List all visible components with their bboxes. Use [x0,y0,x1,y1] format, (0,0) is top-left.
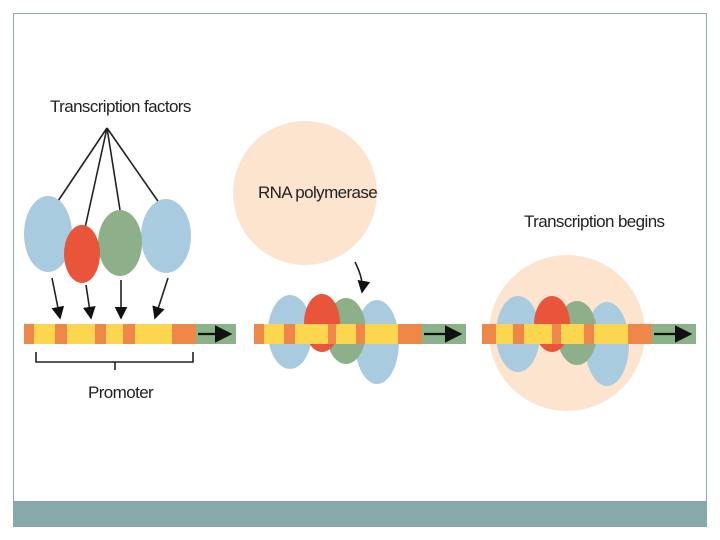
promoter-bracket [35,352,194,370]
factor-blue-left [24,196,72,272]
transcription-begins-label: Transcription begins [524,212,665,231]
factor-down-arrows [51,277,169,320]
dna-strand-3 [482,324,696,344]
panel-rna-polymerase: RNA polymerase [233,121,466,384]
transcription-factors-label: Transcription factors [50,97,191,116]
panel-transcription-factors: Transcription factors Pr [24,97,236,402]
factor-blue-right [141,199,191,273]
factor-pointer-lines [51,127,163,229]
dna-strand-2 [254,324,466,344]
panel-transcription-begins: Transcription begins [482,212,696,411]
promoter-label: Promoter [88,383,154,402]
factor-green [98,210,142,276]
polymerase-arrow [354,261,371,294]
rna-polymerase-circle [233,121,377,265]
rna-polymerase-label: RNA polymerase [258,183,377,202]
footer-bar [13,501,707,527]
factor-red [64,225,100,283]
dna-strand-1 [24,324,236,344]
